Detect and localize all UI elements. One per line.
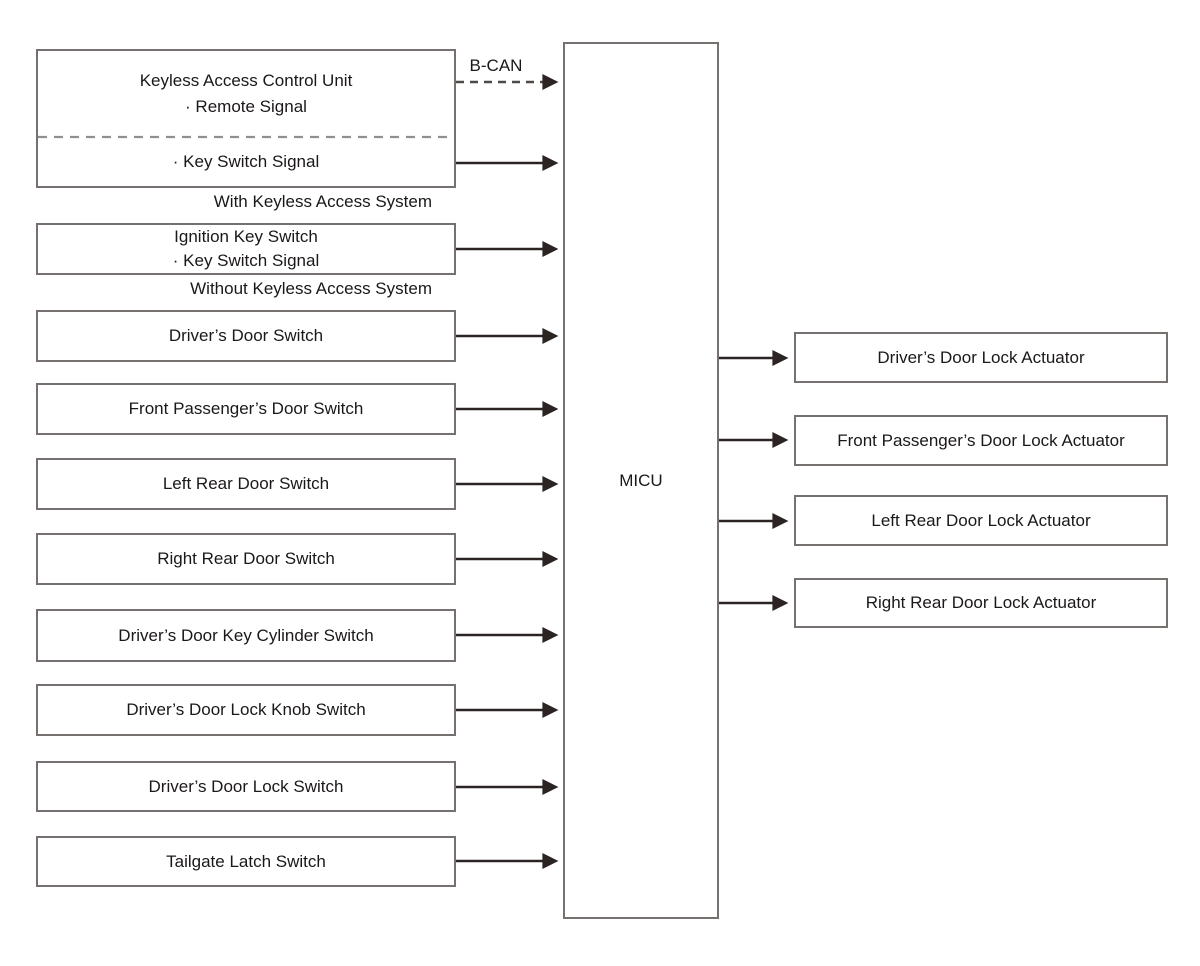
ignition-box-title: Ignition Key Switch — [174, 227, 318, 246]
caption-with-keyless-access-system: With Keyless Access System — [213, 192, 432, 211]
box-label: Tailgate Latch Switch — [166, 851, 326, 871]
output-box-driver-s-door-lock-actuator: Driver’s Door Lock Actuator — [794, 332, 1168, 383]
output-box-front-passenger-s-door-lock-actuator: Front Passenger’s Door Lock Actuator — [794, 415, 1168, 466]
micu-box: MICU — [563, 42, 719, 919]
bcan-bus-label: B-CAN — [469, 56, 523, 75]
input-box-driver-s-door-lock-switch: Driver’s Door Lock Switch — [36, 761, 456, 812]
output-box-right-rear-door-lock-actuator: Right Rear Door Lock Actuator — [794, 578, 1168, 628]
input-box-driver-s-door-switch: Driver’s Door Switch — [36, 310, 456, 362]
box-label: Driver’s Door Switch — [168, 326, 324, 345]
remote-signal-line: · Remote Signal — [185, 97, 307, 116]
input-box-driver-s-door-key-cylinder-switch: Driver’s Door Key Cylinder Switch — [36, 609, 456, 662]
keyless-box-title: Keyless Access Control Unit — [139, 71, 353, 90]
caption-without-keyless-access-system: Without Keyless Access System — [190, 279, 432, 298]
box-label: Driver’s Door Lock Actuator — [877, 347, 1085, 367]
box-label: Right Rear Door Lock Actuator — [865, 593, 1097, 612]
input-box-driver-s-door-lock-knob-switch: Driver’s Door Lock Knob Switch — [36, 684, 456, 736]
input-box-tailgate-latch-switch: Tailgate Latch Switch — [36, 836, 456, 887]
box-label: Driver’s Door Lock Switch — [148, 776, 344, 796]
micu-label: MICU — [619, 470, 663, 490]
input-box-right-rear-door-switch: Right Rear Door Switch — [36, 533, 456, 585]
box-label: Front Passenger’s Door Lock Actuator — [837, 430, 1125, 450]
box-label: Front Passenger’s Door Switch — [128, 399, 364, 418]
key-switch-signal-line: · Key Switch Signal — [172, 151, 320, 171]
box-label: Driver’s Door Lock Knob Switch — [126, 700, 366, 719]
output-box-left-rear-door-lock-actuator: Left Rear Door Lock Actuator — [794, 495, 1168, 546]
box-label: Left Rear Door Lock Actuator — [871, 510, 1091, 530]
ignition-key-switch-box: Ignition Key Switch · Key Switch Signal — [36, 223, 456, 275]
box-label: Right Rear Door Switch — [157, 549, 335, 568]
keyless-remote-section: Keyless Access Control Unit · Remote Sig… — [38, 51, 454, 137]
input-box-left-rear-door-switch: Left Rear Door Switch — [36, 458, 456, 510]
input-box-front-passenger-s-door-switch: Front Passenger’s Door Switch — [36, 383, 456, 435]
keyless-key-switch-section: · Key Switch Signal — [38, 137, 454, 186]
box-label: Left Rear Door Switch — [162, 474, 330, 493]
box-label: Driver’s Door Key Cylinder Switch — [118, 625, 374, 645]
ignition-key-switch-signal-line: · Key Switch Signal — [172, 251, 320, 270]
keyless-access-control-unit-box: Keyless Access Control Unit · Remote Sig… — [36, 49, 456, 188]
